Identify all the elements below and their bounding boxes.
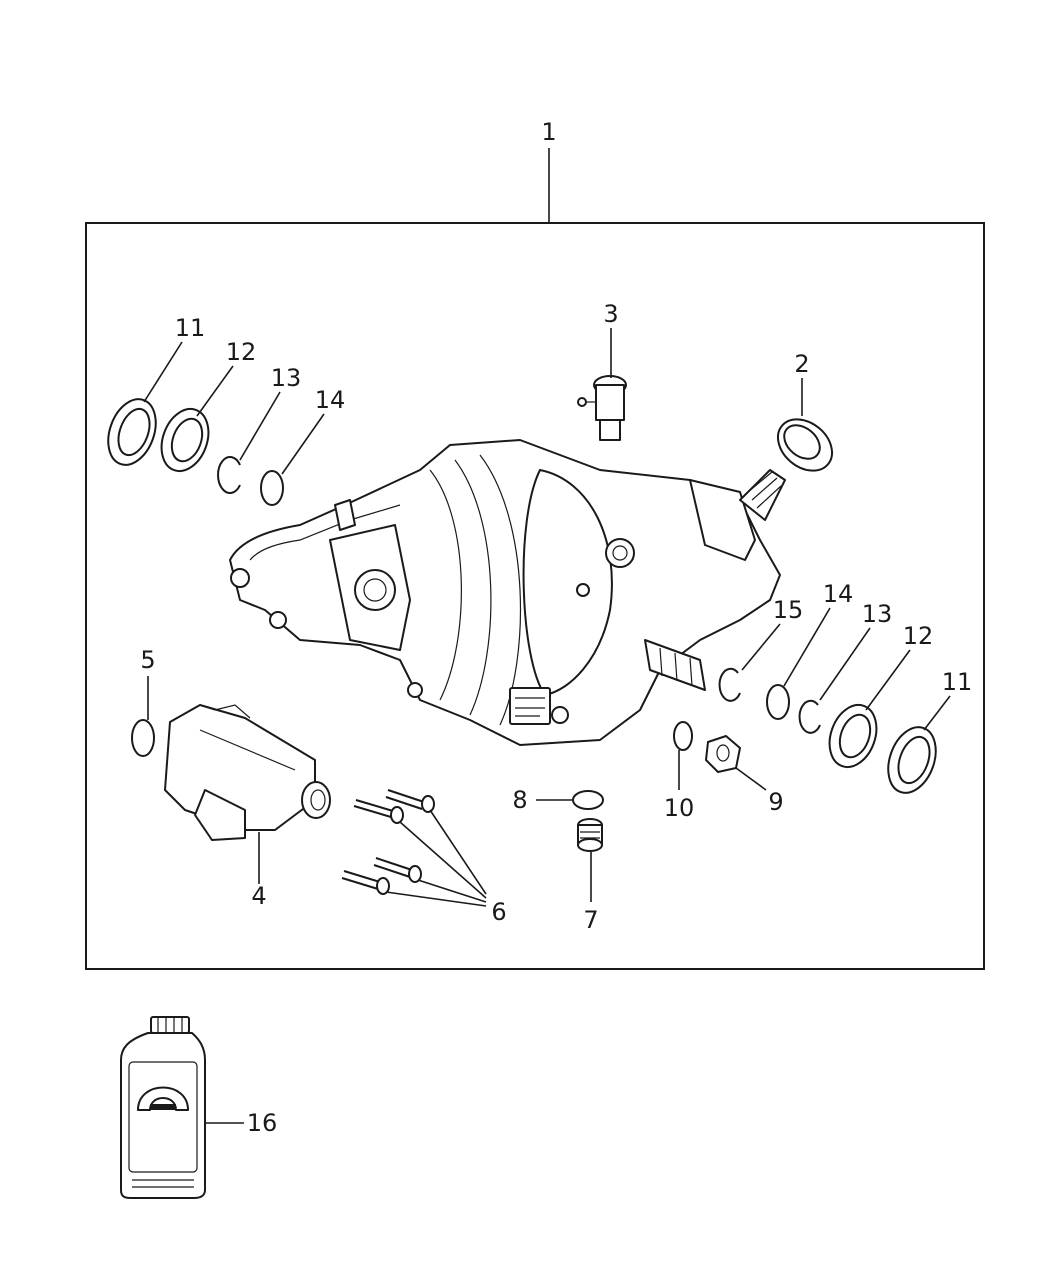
leader-15 <box>741 623 781 671</box>
callout-2: 2 <box>794 350 809 378</box>
callout-15: 15 <box>773 596 804 624</box>
actuator-motor-4 <box>164 704 331 841</box>
seal-11-left <box>107 398 157 466</box>
bolt-6c <box>373 857 422 883</box>
seal-12-left <box>160 408 210 472</box>
callout-14-right: 14 <box>823 580 854 608</box>
bolt-6a <box>385 789 435 813</box>
o-ring-14-right <box>766 684 790 720</box>
drain-plug-7 <box>577 818 603 852</box>
callout-13-left: 13 <box>271 364 302 392</box>
bolt-6b <box>353 799 404 824</box>
callout-3: 3 <box>603 300 618 328</box>
bolts-6 <box>341 789 435 895</box>
callout-12-left: 12 <box>226 338 257 366</box>
callout-14-left: 14 <box>315 386 346 414</box>
seal-2 <box>777 418 833 472</box>
vent-3 <box>577 375 627 441</box>
seal-11-right <box>887 726 937 794</box>
differential-housing <box>229 439 786 746</box>
leader-13-right <box>819 627 871 701</box>
leader-12-right <box>865 649 911 711</box>
snap-ring-15 <box>718 667 741 702</box>
leader-14-right <box>783 607 831 687</box>
fill-plug-9 <box>705 735 741 773</box>
washer-10 <box>673 721 693 751</box>
snap-ring-13-right <box>798 699 821 734</box>
callout-8: 8 <box>512 786 527 814</box>
leader-11-left <box>143 341 183 403</box>
seal-12-right <box>828 704 878 768</box>
callout-4: 4 <box>251 882 266 910</box>
bolt-6d <box>341 870 390 895</box>
callout-13-right: 13 <box>862 600 893 628</box>
callout-11-left: 11 <box>175 314 206 342</box>
callout-6: 6 <box>491 898 506 926</box>
callout-12-right: 12 <box>903 622 934 650</box>
callout-11-right: 11 <box>942 668 973 696</box>
washer-8 <box>572 790 604 810</box>
leader-12-left <box>196 365 234 417</box>
leader-11-right <box>923 695 951 731</box>
callout-16: 16 <box>247 1109 278 1137</box>
callout-7: 7 <box>583 906 598 934</box>
callout-9: 9 <box>768 788 783 816</box>
callout-1: 1 <box>541 118 556 146</box>
leader-9 <box>735 767 767 791</box>
leader-13-left <box>239 391 281 461</box>
fluid-bottle-16 <box>120 1016 206 1199</box>
leader-6 <box>385 809 487 907</box>
assembly-frame <box>85 222 985 970</box>
leader-14-left <box>281 413 325 475</box>
callout-5: 5 <box>140 646 155 674</box>
snap-ring-13-left <box>217 456 241 494</box>
o-ring-5 <box>131 719 155 757</box>
callout-10: 10 <box>664 794 695 822</box>
o-ring-14-left <box>260 470 284 506</box>
